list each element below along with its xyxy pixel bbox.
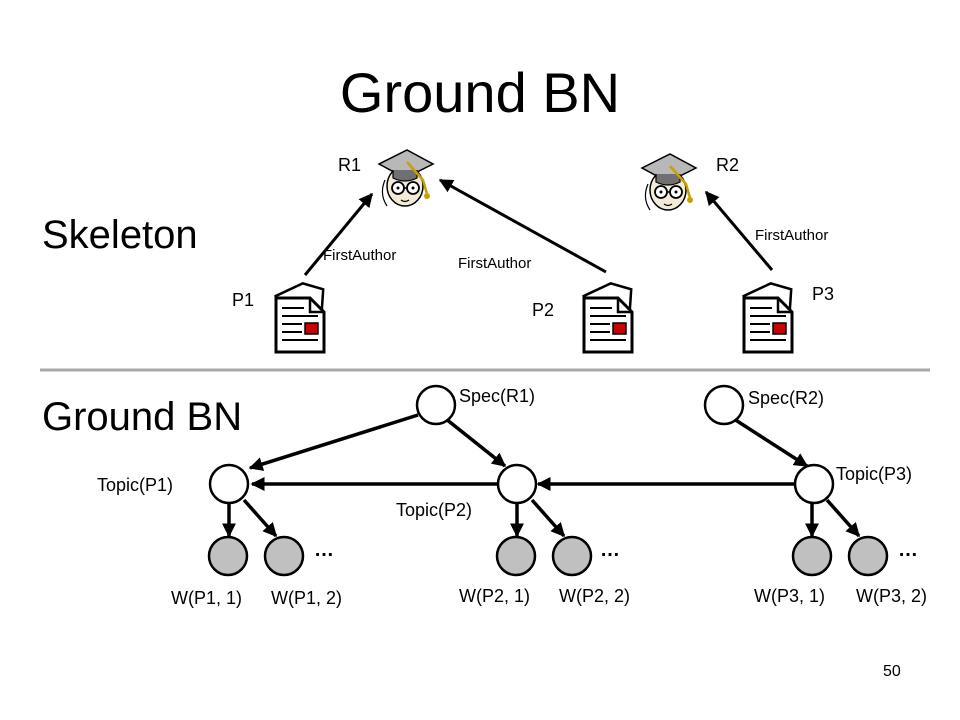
edge-topic-p3-w-p3-2 bbox=[825, 498, 861, 538]
node-topic-p2 bbox=[496, 463, 538, 505]
first-author-arrow-p1-r1 bbox=[303, 192, 374, 276]
paper-p3-label: P3 bbox=[812, 284, 834, 304]
label-spec-r2: Spec(R2) bbox=[748, 388, 824, 408]
ground-bn-edges bbox=[222, 413, 861, 538]
label-w-p2-1: W(P2, 1) bbox=[459, 586, 530, 606]
node-w-p3-2 bbox=[847, 535, 889, 577]
ellipsis-p2: … bbox=[600, 539, 620, 561]
first-author-label-p1: FirstAuthor bbox=[323, 247, 396, 264]
label-topic-p1: Topic(P1) bbox=[97, 475, 173, 495]
label-w-p2-2: W(P2, 2) bbox=[559, 586, 630, 606]
edge-spec-r1-topic-p1 bbox=[248, 413, 419, 471]
node-w-p1-1 bbox=[207, 535, 249, 577]
first-author-label-p2: FirstAuthor bbox=[458, 255, 531, 272]
node-topic-p3 bbox=[793, 463, 835, 505]
node-topic-p1 bbox=[208, 463, 250, 505]
edge-spec-r2-topic-p3 bbox=[733, 417, 809, 468]
researcher-r2-label: R2 bbox=[716, 155, 739, 175]
node-w-p1-2 bbox=[263, 535, 305, 577]
node-spec-r1 bbox=[415, 384, 457, 426]
researcher-r2-icon bbox=[640, 152, 698, 212]
first-author-arrow-p2-r1 bbox=[438, 178, 607, 274]
page-number: 50 bbox=[883, 663, 901, 680]
label-w-p3-1: W(P3, 1) bbox=[754, 586, 825, 606]
slide-title: Ground BN bbox=[340, 61, 620, 124]
label-topic-p3: Topic(P3) bbox=[836, 464, 912, 484]
paper-p1-label: P1 bbox=[232, 290, 254, 310]
first-author-arrow-p3-r2 bbox=[704, 190, 774, 271]
label-topic-p2: Topic(P2) bbox=[396, 500, 472, 520]
label-w-p1-2: W(P1, 2) bbox=[271, 588, 342, 608]
researcher-r1-icon bbox=[377, 148, 435, 208]
edge-topic-p1-w-p1-2 bbox=[242, 498, 278, 538]
skeleton-heading: Skeleton bbox=[42, 213, 198, 257]
label-w-p3-2: W(P3, 2) bbox=[856, 586, 927, 606]
ellipsis-p3: … bbox=[898, 539, 918, 561]
paper-p2-label: P2 bbox=[532, 300, 554, 320]
researcher-r1-label: R1 bbox=[338, 155, 361, 175]
node-w-p3-1 bbox=[791, 535, 833, 577]
node-w-p2-2 bbox=[551, 535, 593, 577]
ellipsis-p1: … bbox=[314, 539, 334, 561]
label-w-p1-1: W(P1, 1) bbox=[171, 588, 242, 608]
ground-bn-heading: Ground BN bbox=[42, 395, 242, 439]
paper-p1-document-icon bbox=[265, 275, 342, 354]
node-spec-r2 bbox=[703, 384, 745, 426]
paper-p3-document-icon bbox=[733, 275, 810, 354]
paper-p2-document-icon bbox=[573, 275, 650, 354]
label-spec-r1: Spec(R1) bbox=[459, 386, 535, 406]
edge-spec-r1-topic-p2 bbox=[444, 417, 507, 468]
first-author-label-p3: FirstAuthor bbox=[755, 227, 828, 244]
node-w-p2-1 bbox=[495, 535, 537, 577]
edge-topic-p2-w-p2-2 bbox=[530, 498, 566, 538]
